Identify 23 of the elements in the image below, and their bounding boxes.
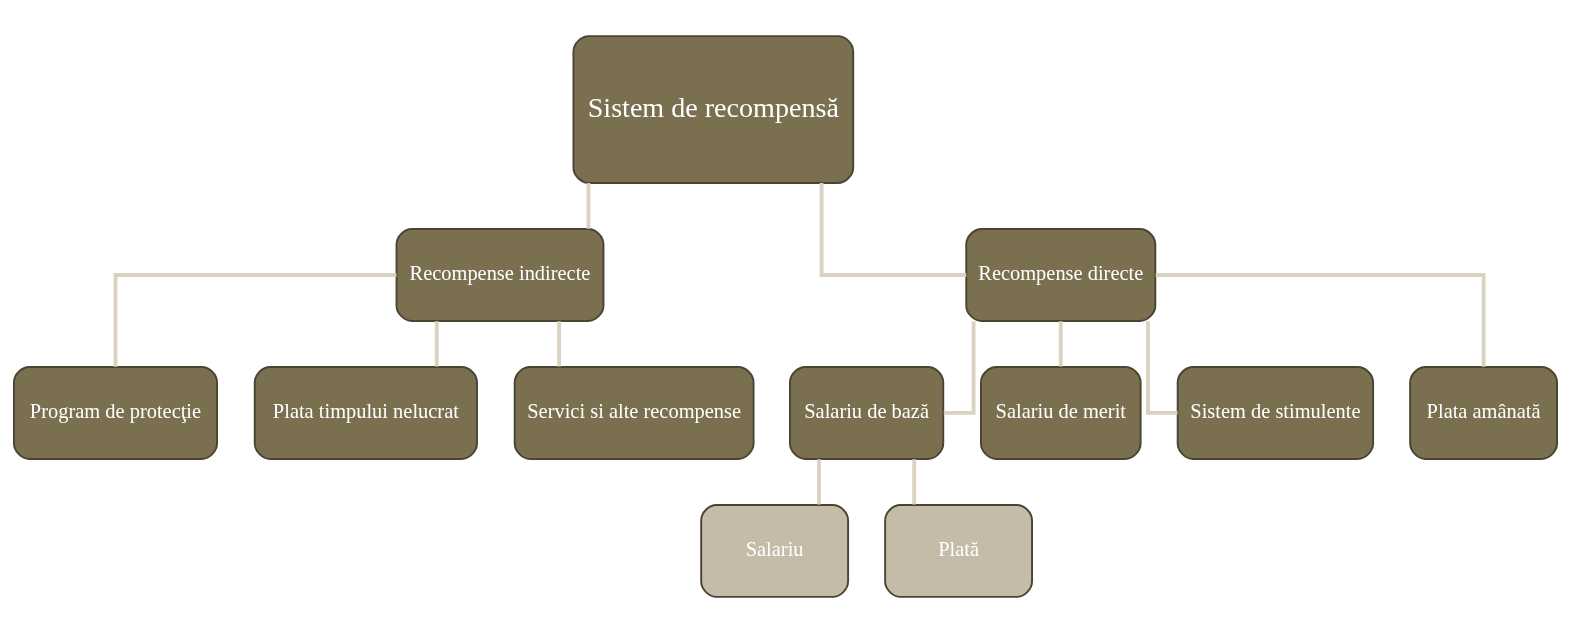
node-box: Salariu de merit [980, 365, 1142, 460]
node-box: Sistem de stimulente [1176, 365, 1375, 460]
connector [1146, 320, 1178, 415]
node-box: Program de protecţie [13, 365, 218, 460]
node-box: Plată [884, 503, 1033, 598]
node-box: Recompense indirecte [395, 227, 605, 322]
connector [1155, 272, 1486, 367]
node-box: Plata timpului nelucrat [253, 365, 478, 460]
connector [943, 320, 976, 415]
connector [586, 182, 591, 229]
connector [819, 182, 967, 277]
node-box: Plata amânată [1409, 365, 1558, 460]
node-box: Sistem de recompensă [572, 34, 855, 184]
connector [817, 458, 821, 504]
node-box: Salariu [700, 503, 850, 598]
node-box: Servici si alte recompense [513, 365, 755, 460]
node-box: Recompense directe [965, 227, 1157, 322]
connector [1058, 320, 1063, 366]
connector [113, 272, 397, 367]
connector [912, 458, 917, 504]
connector [557, 320, 561, 366]
node-box: Salariu de bază [789, 365, 945, 460]
connector [434, 320, 439, 366]
